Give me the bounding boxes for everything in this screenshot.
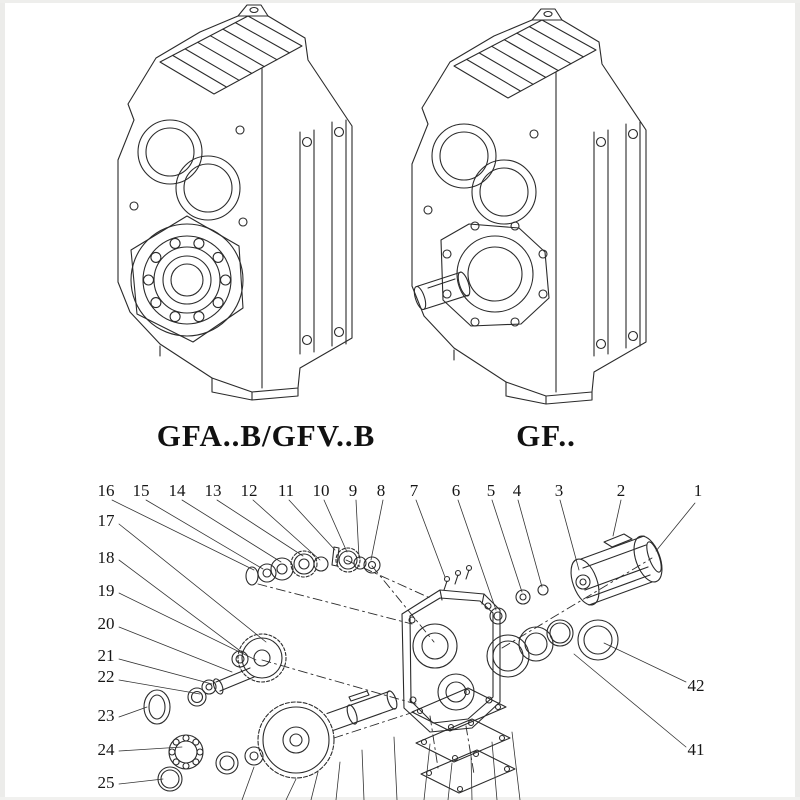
part-number-42: 42 bbox=[687, 676, 705, 695]
cooling-fins bbox=[453, 19, 597, 99]
leader-lines-bottom-cropped bbox=[241, 731, 521, 800]
gear-housing-part bbox=[401, 589, 501, 733]
gearbox-gfab-drawing bbox=[117, 4, 353, 401]
assembly-axis-lines bbox=[257, 557, 653, 775]
page-edge-top bbox=[0, 0, 800, 3]
part-number-16: 16 bbox=[97, 481, 115, 500]
intermediate-gear-parts bbox=[143, 633, 287, 725]
part-number-5: 5 bbox=[486, 481, 496, 500]
housing-bolts bbox=[443, 564, 473, 591]
mounting-feet bbox=[159, 345, 299, 401]
gearbox-outline bbox=[117, 15, 353, 393]
part-number-8: 8 bbox=[376, 481, 386, 500]
side-mounting-rails bbox=[299, 119, 347, 355]
lifting-eye-cap bbox=[237, 4, 269, 17]
part-number-24: 24 bbox=[97, 740, 115, 759]
model-label-gfab: GFA..B/GFV..B bbox=[156, 418, 376, 453]
part-number-10: 10 bbox=[312, 481, 330, 500]
page-edge-bottom bbox=[0, 797, 800, 800]
output-ball-bearing bbox=[130, 215, 244, 343]
part-number-19: 19 bbox=[97, 581, 115, 600]
part-number-23: 23 bbox=[97, 706, 115, 725]
model-label-gf: GF.. bbox=[516, 418, 576, 453]
part-number-6: 6 bbox=[451, 481, 461, 500]
part-number-12: 12 bbox=[240, 481, 258, 500]
page-edge-right bbox=[795, 0, 800, 800]
part-number-2: 2 bbox=[616, 481, 626, 500]
part-number-18: 18 bbox=[97, 548, 115, 567]
part-number-22: 22 bbox=[97, 667, 115, 686]
cooling-fins bbox=[159, 15, 303, 95]
leader-lines-left bbox=[118, 523, 267, 785]
gasket-cover-plates bbox=[411, 687, 516, 794]
part-number-41: 41 bbox=[687, 740, 705, 759]
lifting-eye-cap bbox=[531, 8, 563, 21]
mounting-feet bbox=[453, 349, 593, 405]
part-number-11: 11 bbox=[277, 481, 295, 500]
input-bearing-bosses bbox=[129, 119, 248, 227]
part-number-25: 25 bbox=[97, 773, 115, 792]
output-flange-and-shaft bbox=[413, 221, 550, 327]
part-number-13: 13 bbox=[204, 481, 222, 500]
part-number-20: 20 bbox=[97, 614, 115, 633]
motor-adapter-part bbox=[570, 533, 663, 606]
leader-lines-top bbox=[111, 499, 696, 611]
part-number-7: 7 bbox=[409, 481, 419, 500]
part-number-9: 9 bbox=[348, 481, 358, 500]
leader-lines-right bbox=[573, 642, 687, 748]
page-edge-left bbox=[0, 0, 5, 800]
input-bearing-bosses bbox=[423, 123, 539, 225]
part-number-15: 15 bbox=[132, 481, 150, 500]
part-number-1: 1 bbox=[693, 481, 703, 500]
gearbox-gf-drawing bbox=[411, 8, 647, 405]
part-number-17: 17 bbox=[97, 511, 115, 530]
output-shaft-and-bearing-parts bbox=[157, 690, 398, 792]
side-mounting-rails bbox=[593, 121, 641, 357]
part-number-21: 21 bbox=[97, 646, 115, 665]
input-side-small-rings bbox=[489, 584, 549, 625]
gearbox-outline bbox=[411, 19, 647, 397]
part-number-4: 4 bbox=[512, 481, 522, 500]
part-number-3: 3 bbox=[554, 481, 564, 500]
exploded-parts-drawing bbox=[143, 533, 663, 794]
part-number-14: 14 bbox=[168, 481, 186, 500]
output-side-rings bbox=[486, 619, 619, 678]
